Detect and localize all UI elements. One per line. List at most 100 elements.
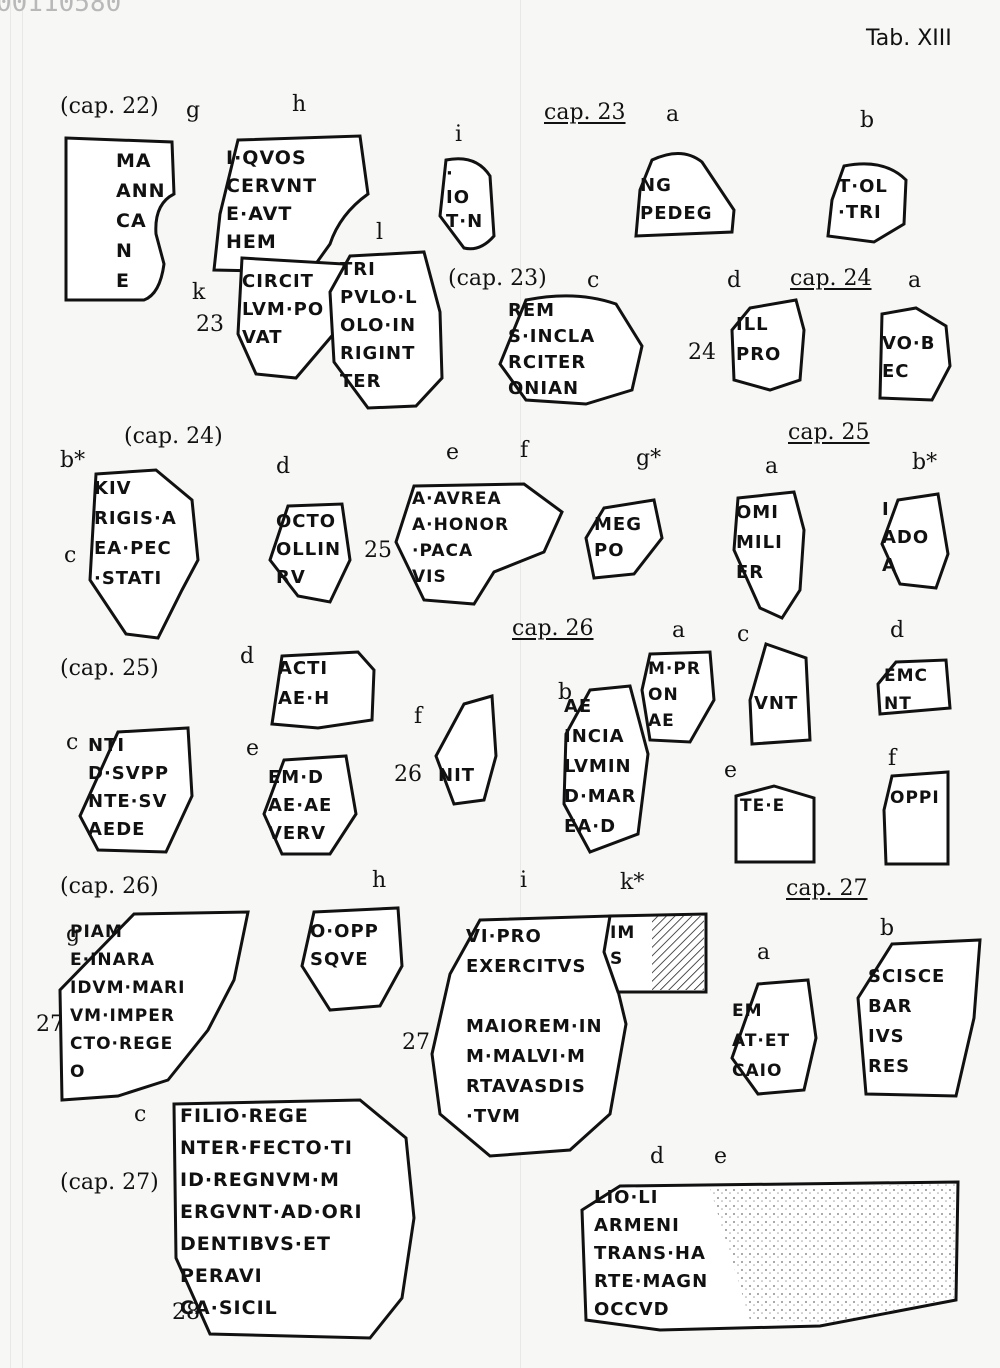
- label-26e: e: [724, 758, 738, 783]
- label-num-27a: 27: [36, 1012, 64, 1037]
- inscription-line: INCIA: [564, 726, 625, 747]
- inscription-line: E·INARA: [70, 950, 156, 970]
- inscription-line: NTER·FECTO·TI: [180, 1137, 353, 1159]
- inscription-line: TE·E: [740, 796, 786, 816]
- inscription-line: VM·IMPER: [70, 1006, 175, 1026]
- inscription-line: SQVE: [310, 949, 369, 970]
- inscription-line: RIGIS·A: [94, 508, 177, 529]
- label-26f: f: [888, 746, 897, 771]
- label-26d: d: [890, 618, 905, 643]
- inscription-line: VIS: [412, 567, 447, 587]
- inscription-line: ANN: [116, 180, 166, 202]
- inscription-line: CA·SICIL: [180, 1297, 278, 1319]
- inscription-line: CERVNT: [226, 175, 318, 197]
- inscription-line: D·MAR: [564, 786, 637, 807]
- inscription-line: IM: [610, 923, 636, 943]
- inscription-line: EM: [732, 1001, 763, 1021]
- inscription-line: PVLO·L: [340, 287, 418, 308]
- label-24a: a: [908, 268, 922, 293]
- label-num-27b: 27: [402, 1030, 430, 1055]
- label-23k: k: [192, 280, 206, 305]
- inscription-line: IVS: [868, 1026, 905, 1047]
- fragment-26f: OPPI: [882, 770, 950, 866]
- inscription-line: AE·H: [278, 688, 331, 709]
- label-cap-24b: (cap. 24): [124, 424, 223, 449]
- label-26h: h: [372, 868, 387, 893]
- label-27d: d: [650, 1144, 665, 1169]
- label-25c: c: [66, 730, 79, 755]
- inscription-line: BAR: [868, 996, 913, 1017]
- inscription-line: OLLIN: [276, 539, 342, 560]
- inscription-line: LIO·LI: [594, 1187, 659, 1208]
- inscription-line: ·TRI: [838, 202, 882, 223]
- inscription-line: O: [70, 1062, 86, 1082]
- label-26i: i: [520, 868, 528, 893]
- label-27e: e: [714, 1144, 728, 1169]
- inscription-line: KIV: [94, 478, 132, 499]
- label-cap-25b: (cap. 25): [60, 656, 159, 681]
- inscription-line: RTE·MAGN: [594, 1271, 709, 1292]
- inscription-line: PRO: [736, 344, 782, 365]
- fragment-26c: VNT: [748, 640, 812, 746]
- inscription-line: EXERCITVS: [466, 956, 587, 977]
- label-cap-27b: (cap. 27): [60, 1170, 159, 1195]
- inscription-line: HEM: [226, 231, 277, 253]
- inscription-line: REM: [508, 300, 556, 321]
- inscription-line: LVM·PO: [242, 299, 325, 320]
- inscription-line: I: [882, 499, 890, 520]
- inscription-line: A·HONOR: [412, 515, 510, 535]
- inscription-line: PIAM: [70, 922, 123, 942]
- label-num-24: 24: [688, 340, 716, 365]
- label-25f: f: [414, 704, 423, 729]
- label-25b: b*: [912, 450, 938, 475]
- label-24f: f: [520, 438, 529, 463]
- inscription-line: NT: [884, 694, 912, 714]
- inscription-line: TER: [340, 371, 382, 392]
- inscription-line: S: [610, 949, 624, 969]
- label-24e: e: [446, 440, 460, 465]
- inscription-line: OMI: [736, 502, 779, 523]
- label-26k: k*: [620, 870, 645, 895]
- label-25e: e: [246, 736, 260, 761]
- label-num-23: 23: [196, 312, 224, 337]
- inscription-line: ·PACA: [412, 541, 474, 561]
- inscription-line: IO: [446, 187, 470, 208]
- inscription-line: ·STATI: [94, 568, 163, 589]
- inscription-line: IDVM·MARI: [70, 978, 186, 998]
- label-26a: a: [672, 618, 686, 643]
- inscription-line: PO: [594, 540, 625, 561]
- label-cap-27: cap. 27: [786, 876, 868, 901]
- inscription-line: AE·AE: [268, 795, 333, 816]
- label-23l: l: [376, 220, 384, 245]
- inscription-line: ARMENI: [594, 1215, 680, 1236]
- fragment-23b: T·OL·TRI: [824, 160, 910, 244]
- inscription-line: TRANS·HA: [594, 1243, 706, 1264]
- inscription-line: RIGINT: [340, 343, 416, 364]
- label-27c: c: [134, 1102, 147, 1127]
- label-22i: i: [455, 122, 463, 147]
- fragment-26e: TE·E: [734, 782, 816, 864]
- inscription-line: EMC: [884, 666, 929, 686]
- inscription-line: MAIOREM·IN: [466, 1016, 603, 1037]
- label-cap-25: cap. 25: [788, 420, 870, 445]
- label-cap-23: cap. 23: [544, 100, 626, 125]
- inscription-line: AEDE: [88, 819, 146, 840]
- label-25a: a: [765, 454, 779, 479]
- inscription-line: ·TVM: [466, 1106, 521, 1127]
- label-num-25: 25: [364, 538, 392, 563]
- inscription-line: NIT: [438, 765, 476, 786]
- inscription-line: ON: [648, 685, 679, 705]
